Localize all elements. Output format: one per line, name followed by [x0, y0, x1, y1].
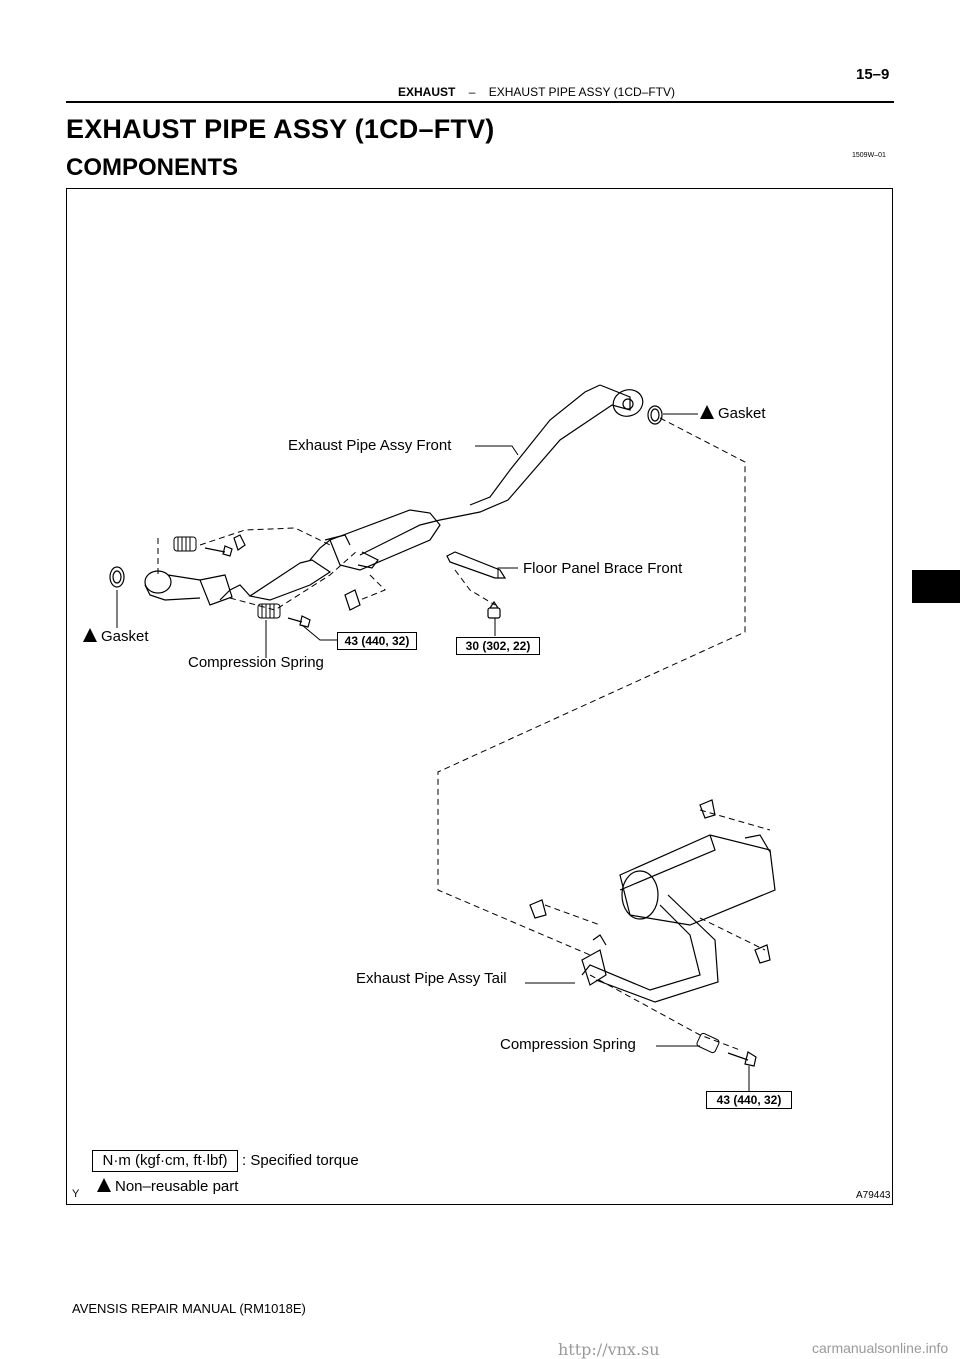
torque-brace-nut: 30 (302, 22)	[456, 637, 540, 655]
legend-torque-desc: : Specified torque	[242, 1152, 359, 1169]
exhaust-pipe-tail-part	[581, 834, 776, 1003]
page-number: 15–9	[856, 66, 890, 83]
section-tab-marker	[912, 570, 960, 603]
torque-front-bolt: 43 (440, 32)	[337, 632, 417, 650]
legend-torque-units: N·m (kgf·cm, ft·lbf)	[92, 1150, 238, 1172]
label-exhaust-pipe-tail: Exhaust Pipe Assy Tail	[356, 970, 507, 987]
nonreusable-triangle-icon	[97, 1178, 111, 1192]
nonreusable-triangle-icon	[700, 405, 714, 419]
section-heading: COMPONENTS	[66, 154, 239, 181]
footer-manual-title: AVENSIS REPAIR MANUAL (RM1018E)	[72, 1301, 306, 1316]
torque-rear-bolt: 43 (440, 32)	[706, 1091, 792, 1109]
label-compression-spring-front: Compression Spring	[188, 654, 324, 671]
figure-frame	[66, 188, 893, 1205]
header-dash: –	[468, 85, 476, 99]
page-title: EXHAUST PIPE ASSY (1CD–FTV)	[66, 114, 495, 144]
watermark-left: http://vnx.su	[558, 1340, 660, 1359]
figure-code: A79443	[856, 1190, 891, 1201]
exhaust-pipe-front-part	[144, 384, 644, 606]
nonreusable-triangle-icon	[83, 628, 97, 642]
label-exhaust-pipe-front: Exhaust Pipe Assy Front	[288, 437, 452, 454]
header-section: EXHAUST	[398, 85, 456, 99]
label-compression-spring-rear: Compression Spring	[500, 1036, 636, 1053]
label-gasket-right: Gasket	[700, 405, 766, 422]
watermark-right: carmanualsonline.info	[812, 1340, 949, 1356]
label-floor-panel-brace: Floor Panel Brace Front	[523, 560, 683, 577]
figure-letter: Y	[72, 1188, 80, 1200]
running-header: EXHAUST – EXHAUST PIPE ASSY (1CD–FTV)	[398, 85, 675, 99]
doc-code: 1509W–01	[852, 152, 886, 159]
header-rule	[66, 101, 894, 103]
label-gasket-left: Gasket	[83, 628, 149, 645]
header-subsection: EXHAUST PIPE ASSY (1CD–FTV)	[488, 85, 675, 99]
legend-nonreusable: Non–reusable part	[97, 1178, 238, 1195]
